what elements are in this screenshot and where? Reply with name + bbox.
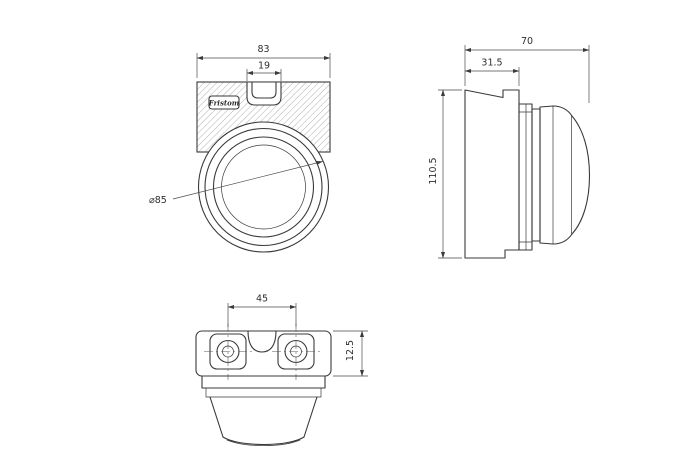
lens-ring-2 (204, 127, 323, 247)
dim-19-label: 19 (258, 61, 270, 72)
bracket-profile (464, 89, 520, 259)
body-rim-band (201, 375, 326, 389)
lens-step-lines (552, 105, 572, 245)
lens-ring-3 (212, 136, 315, 238)
dim-45-extension-lines (227, 303, 297, 327)
dim-diameter-label: ⌀85 (149, 195, 167, 206)
side-view: 70 31.5 110.5 (428, 36, 591, 259)
flange-profile (518, 103, 533, 251)
body-second-band (205, 387, 322, 398)
body-bottom-arc (222, 436, 305, 446)
dim-12-5-label: 12.5 (345, 340, 356, 361)
dim-83-label: 83 (257, 44, 269, 55)
brand-plate (208, 95, 240, 110)
lens-dome-profile (539, 105, 591, 245)
center-lines (204, 323, 322, 380)
dim-45-label: 45 (256, 294, 268, 305)
dim-70-extension-lines (464, 45, 590, 103)
body-bottom-inner-arc (226, 439, 301, 446)
bottom-view: 45 12.5 (195, 294, 368, 446)
lens-outer-ring (197, 121, 330, 253)
dim-diameter-leader-line (172, 161, 323, 200)
dim-31-5-label: 31.5 (481, 58, 502, 69)
dim-110-5-label: 110.5 (428, 157, 439, 184)
flange-notch-lines (518, 111, 533, 243)
front-view: Fristom 83 19 ⌀85 (149, 44, 331, 253)
body-cone-sides (209, 396, 318, 438)
gasket-profile (531, 108, 541, 242)
mounting-slot-inner-tab (251, 81, 277, 99)
center-arch (247, 330, 277, 353)
mounting-slot-outer (246, 81, 282, 106)
dim-110-5-extension-lines (438, 89, 462, 259)
brand-logo-text: Fristom (208, 99, 239, 108)
dim-70-label: 70 (521, 36, 533, 47)
